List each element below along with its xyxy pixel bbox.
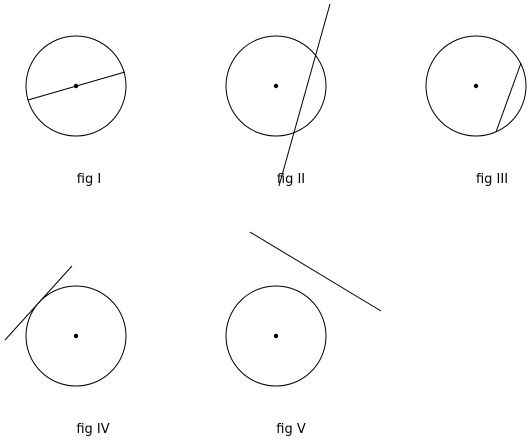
figure-4-caption: fig IV	[76, 422, 109, 437]
figure-4-center-dot	[73, 333, 79, 339]
figure-1-caption: fig I	[77, 172, 101, 187]
figure-5-circle	[225, 285, 327, 387]
figure-1-diameter-line	[27, 71, 126, 101]
figure-1: fig I	[25, 35, 127, 187]
figure-2-caption: fig II	[277, 172, 305, 187]
figure-5-caption: fig V	[276, 422, 306, 437]
figure-5: fig V	[225, 231, 382, 437]
figure-5-external-line	[249, 231, 382, 312]
figure-5-center-dot	[273, 333, 279, 339]
figure-2: fig II	[225, 3, 331, 187]
figure-3-caption: fig III	[476, 172, 508, 187]
figure-3-chord-line	[495, 62, 522, 133]
figure-2-center-dot	[273, 83, 279, 89]
figure-3-circle	[425, 35, 527, 137]
figure-2-circle	[225, 35, 327, 137]
figure-4-circle	[25, 285, 127, 387]
figure-4: fig IV	[4, 265, 127, 437]
figure-4-tangent-line	[4, 265, 73, 341]
figure-2-secant-line	[278, 3, 331, 187]
figure-3: fig III	[425, 35, 527, 187]
figure-1-circle	[25, 35, 127, 137]
figure-3-center-dot	[473, 83, 479, 89]
